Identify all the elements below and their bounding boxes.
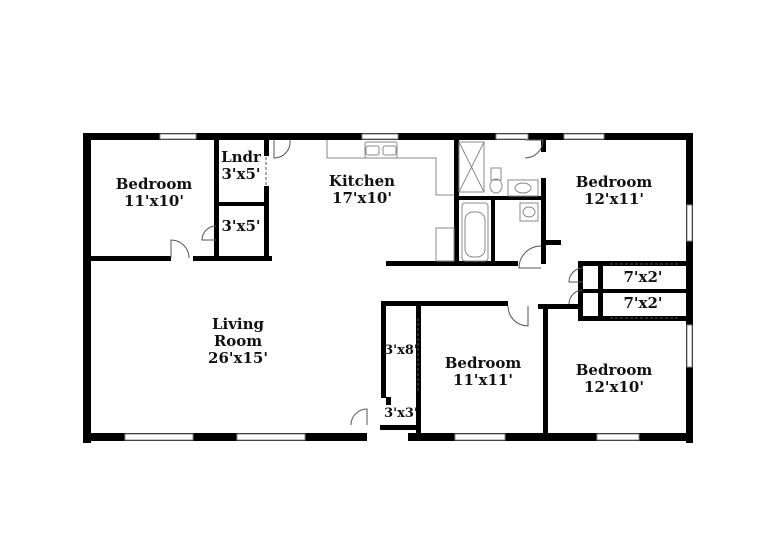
room-labels: Bedroom 11'x10' Lndr 3'x5' 3'x5' Kitchen…: [116, 148, 663, 421]
windows: [124, 133, 693, 441]
bedroom-mid-size: 11'x11': [453, 371, 513, 389]
closet-3x8-size: 3'x8': [384, 343, 418, 358]
living-name-2: Room: [214, 332, 262, 350]
living-name-1: Living: [212, 315, 265, 333]
laundry-size: 3'x5': [221, 165, 260, 183]
bedroom-nw-size: 11'x10': [124, 192, 184, 210]
bedroom-ne-size: 12'x11': [584, 190, 644, 208]
closet-ne1-size: 7'x2': [623, 268, 662, 286]
bedroom-nw-name: Bedroom: [116, 175, 193, 193]
bedroom-se-name: Bedroom: [576, 361, 653, 379]
living-size: 26'x15': [208, 349, 268, 367]
closet-hall-size: 3'x5': [221, 217, 260, 235]
closet-doors: [265, 157, 680, 392]
laundry-name: Lndr: [221, 148, 262, 166]
closet-3x3-size: 3'x3': [384, 406, 418, 421]
door-swings: [170, 139, 584, 426]
fixtures: [326, 140, 539, 262]
kitchen-name: Kitchen: [329, 172, 395, 190]
closet-ne2-size: 7'x2': [623, 294, 662, 312]
bedroom-ne-name: Bedroom: [576, 173, 653, 191]
kitchen-size: 17'x10': [332, 189, 392, 207]
bedroom-se-size: 12'x10': [584, 378, 644, 396]
bedroom-mid-name: Bedroom: [445, 354, 522, 372]
